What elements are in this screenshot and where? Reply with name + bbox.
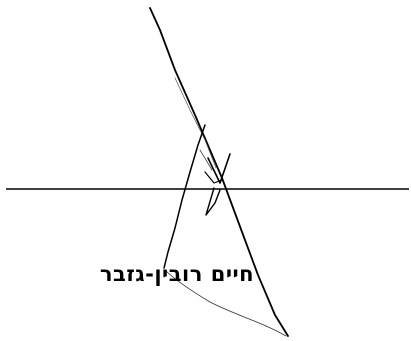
signature-stroke <box>149 7 289 337</box>
signature-stroke <box>207 153 231 184</box>
signature-stroke <box>163 124 206 269</box>
signature-stroke <box>174 77 217 169</box>
signature-stroke <box>164 269 287 337</box>
signature-stroke <box>199 149 213 171</box>
signature-stroke <box>204 171 223 184</box>
signature-stroke <box>205 187 221 216</box>
signer-name: חיים רובין-גזבר <box>99 262 255 286</box>
